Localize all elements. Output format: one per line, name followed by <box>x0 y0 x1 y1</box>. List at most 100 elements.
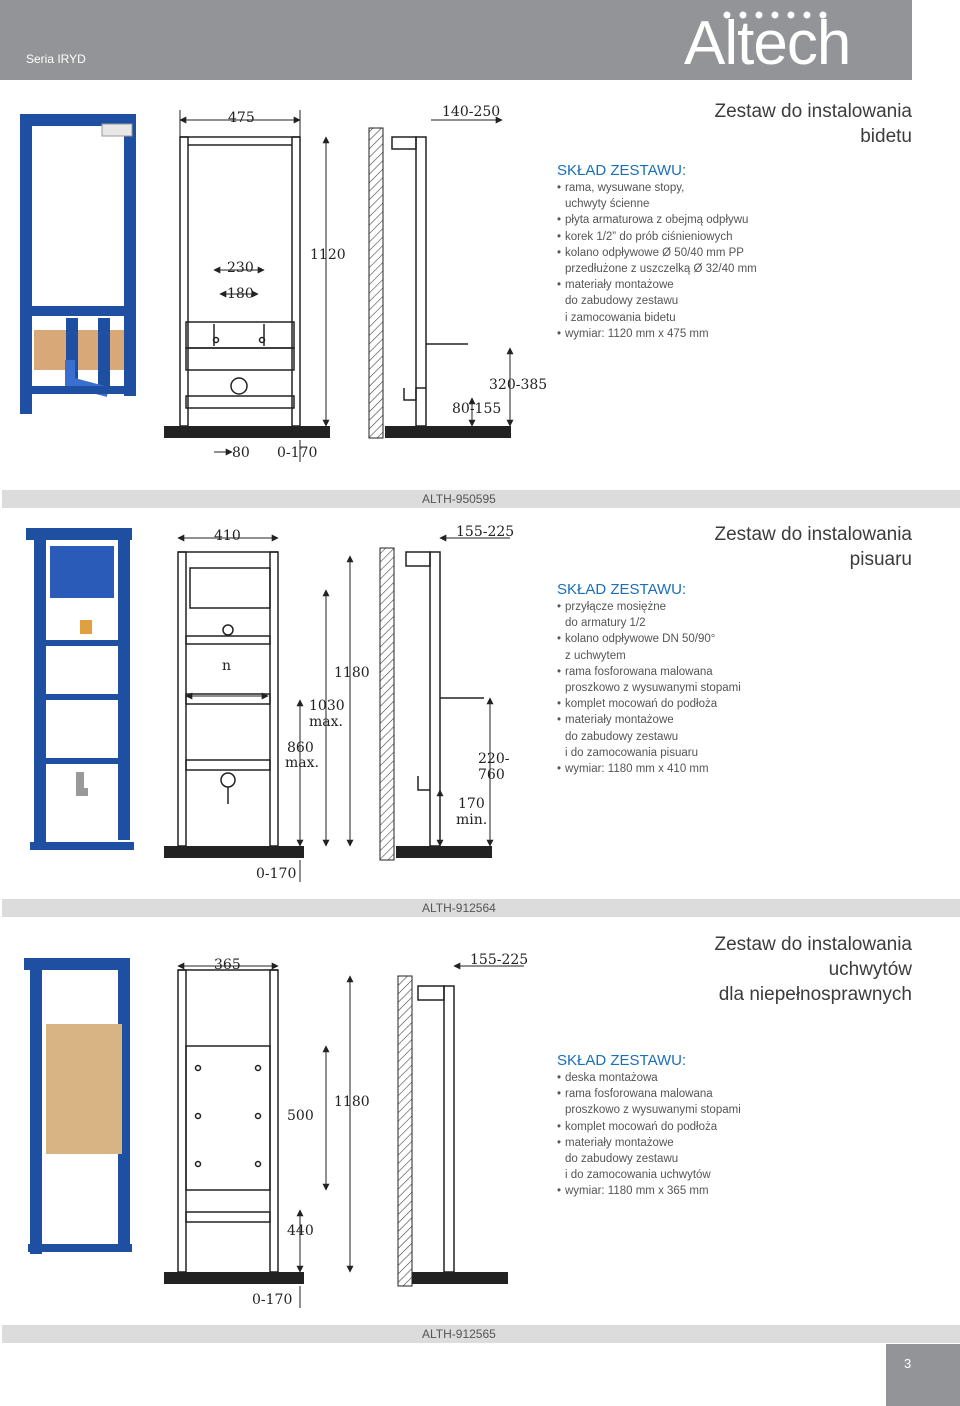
title-line: dla niepełnosprawnych <box>718 984 912 1005</box>
list-item: płyta armaturowa z obejmą odpływu <box>557 212 757 228</box>
list-item: rama, wysuwane stopy, <box>557 180 757 196</box>
dimension-label: 320-385 <box>489 377 548 393</box>
dimension-label: 410 <box>214 528 241 544</box>
list-item: proszkowo z wysuwanymi stopami <box>565 1104 741 1117</box>
list-item: i zamocowania bidetu <box>565 311 676 324</box>
list-item: materiały montażowe <box>557 277 757 293</box>
composition-heading: SKŁAD ZESTAWU: <box>557 162 687 179</box>
bidet-dimension-lines <box>179 110 514 462</box>
list-item: do zabudowy zestawu <box>565 295 679 308</box>
list-item: wymiar: 1180 mm x 365 mm <box>557 1183 741 1199</box>
dimension-label: n <box>222 658 232 674</box>
dimension-label: max. <box>309 714 343 730</box>
composition-list: przyłącze mosiężne do armatury 1/2 kolan… <box>557 599 741 777</box>
dimension-label: 500 <box>287 1108 314 1124</box>
dimension-label: min. <box>456 812 488 828</box>
list-item: przedłużone z uszczelką Ø 32/40 mm <box>565 263 757 276</box>
section-1-title: Zestaw do instalowania bidetu <box>715 99 913 149</box>
dimension-label: 155-225 <box>456 524 515 540</box>
section-2-title: Zestaw do instalowania pisuaru <box>715 522 913 572</box>
bidet-front-drawing <box>179 136 301 427</box>
dimension-label: 1030 <box>309 698 345 714</box>
page-number-box <box>886 1344 960 1406</box>
composition-heading: SKŁAD ZESTAWU: <box>557 1052 687 1069</box>
dimension-label: 0-170 <box>252 1292 293 1308</box>
composition-list: deska montażowa rama fosforowana malowan… <box>557 1070 741 1200</box>
list-item: wymiar: 1180 mm x 410 mm <box>557 761 741 777</box>
bidet-frame-photo <box>20 114 136 414</box>
composition-heading: SKŁAD ZESTAWU: <box>557 581 687 598</box>
dimension-label: 1120 <box>310 247 346 263</box>
grabbar-dimension-lines <box>177 962 524 1308</box>
list-item: i do zamocowania pisuaru <box>565 746 698 759</box>
dimension-label: 860 <box>287 740 314 756</box>
urinal-frame-photo <box>26 528 134 850</box>
list-item: rama fosforowana malowana <box>557 664 741 680</box>
list-item: rama fosforowana malowana <box>557 1086 741 1102</box>
title-line: Zestaw do instalowania <box>714 524 913 545</box>
floor-slab <box>164 846 304 858</box>
dimension-label: 80 <box>232 445 250 461</box>
product-code: ALTH-950595 <box>422 492 496 506</box>
list-item: uchwyty ścienne <box>565 198 650 211</box>
product-code-bar: ALTH-912564 <box>2 899 960 917</box>
floor-slab <box>164 1272 304 1284</box>
dimension-label: 0-170 <box>277 445 318 461</box>
logo-dots <box>723 11 827 19</box>
product-code: ALTH-912565 <box>422 1327 496 1341</box>
series-label: Seria IRYD <box>26 52 86 66</box>
list-item: kolano odpływowe DN 50/90° <box>557 631 741 647</box>
page-header: Seria IRYD Altech <box>0 0 912 80</box>
dimension-label: 760 <box>478 767 505 783</box>
list-item: wymiar: 1120 mm x 475 mm <box>557 326 757 342</box>
list-item: kolano odpływowe Ø 50/40 mm PP <box>557 245 757 261</box>
urinal-side-drawing <box>379 547 492 861</box>
list-item: komplet mocowań do podłoża <box>557 1119 741 1135</box>
dimension-label: 220- <box>478 751 510 767</box>
grabbar-front-drawing <box>177 969 279 1273</box>
list-item: materiały montażowe <box>557 1135 741 1151</box>
urinal-dimension-lines <box>177 534 510 882</box>
section-3-title: Zestaw do instalowania uchwytów dla niep… <box>715 932 913 1007</box>
dimension-label: max. <box>285 755 319 771</box>
grabbar-side-drawing <box>397 975 508 1287</box>
dimension-label: 140-250 <box>442 104 501 120</box>
floor-slab <box>164 426 330 438</box>
dimension-label: 365 <box>214 957 241 973</box>
list-item: deska montażowa <box>557 1070 741 1086</box>
list-item: przyłącze mosiężne <box>557 599 741 615</box>
product-code-bar: ALTH-912565 <box>2 1325 960 1343</box>
product-code: ALTH-912564 <box>422 901 496 915</box>
title-line: bidetu <box>860 126 912 147</box>
list-item: proszkowo z wysuwanymi stopami <box>565 682 741 695</box>
bidet-side-drawing <box>368 127 511 439</box>
dimension-label: 475 <box>228 110 255 126</box>
brand-logo: Altech <box>684 9 851 78</box>
dimension-label: 440 <box>287 1223 314 1239</box>
dimension-label: 170 <box>458 796 485 812</box>
dimension-label: 155-225 <box>470 952 529 968</box>
product-code-bar: ALTH-950595 <box>2 490 960 508</box>
list-item: korek 1/2” do prób ciśnieniowych <box>557 229 757 245</box>
list-item: materiały montażowe <box>557 712 741 728</box>
dimension-label: 0-170 <box>256 866 297 882</box>
dimension-label: 80-155 <box>452 401 502 417</box>
page-number: 3 <box>904 1356 912 1371</box>
grabbar-frame-photo <box>24 958 132 1254</box>
title-line: uchwytów <box>828 959 912 980</box>
list-item: do zabudowy zestawu <box>565 730 679 743</box>
dimension-label: 1180 <box>334 665 370 681</box>
list-item: do zabudowy zestawu <box>565 1153 679 1166</box>
dimension-label: 230 <box>227 260 254 276</box>
list-item: komplet mocowań do podłoża <box>557 696 741 712</box>
list-item: i do zamocowania uchwytów <box>565 1169 711 1182</box>
title-line: Zestaw do instalowania <box>714 934 913 955</box>
dimension-label: 1180 <box>334 1094 370 1110</box>
dimension-label: 180 <box>227 286 254 302</box>
composition-list: rama, wysuwane stopy, uchwyty ścienne pł… <box>557 180 757 342</box>
title-line: pisuaru <box>849 549 912 570</box>
list-item: do armatury 1/2 <box>565 617 646 630</box>
title-line: Zestaw do instalowania <box>714 101 913 122</box>
list-item: z uchwytem <box>565 649 626 662</box>
